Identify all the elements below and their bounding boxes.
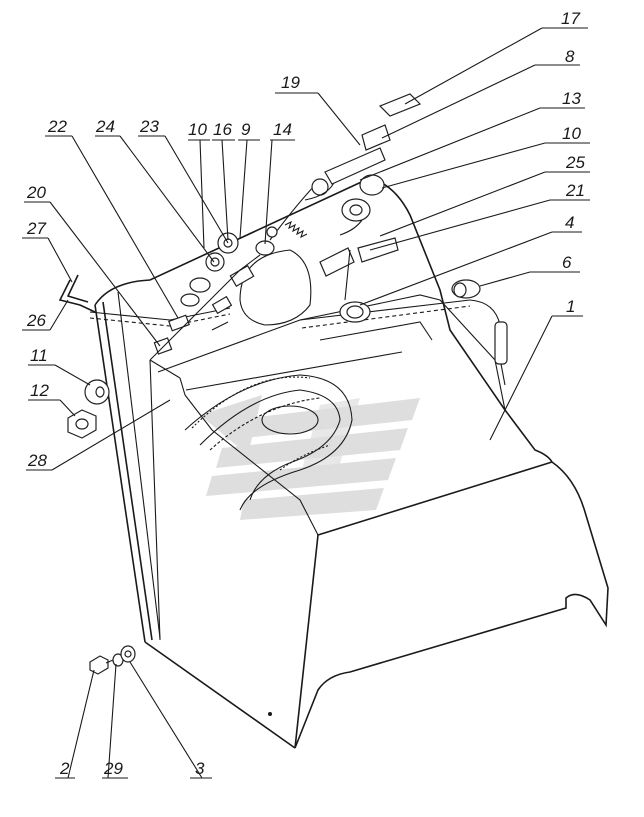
callout-27: 27 <box>26 219 46 238</box>
callout-9: 9 <box>241 120 251 139</box>
callout-14: 14 <box>273 120 292 139</box>
callout-20: 20 <box>26 183 46 202</box>
watermark-logo <box>200 395 420 520</box>
callout-25: 25 <box>565 153 585 172</box>
left-fittings <box>149 232 261 361</box>
callout-21: 21 <box>565 181 585 200</box>
callout-11: 11 <box>30 346 48 365</box>
callout-13: 13 <box>562 89 581 108</box>
callout-28: 28 <box>27 451 47 470</box>
cable-rod <box>299 279 508 386</box>
callout-3: 3 <box>195 759 205 778</box>
callout-6: 6 <box>562 253 572 272</box>
leader-lines <box>22 27 590 779</box>
nut-washer <box>67 379 110 439</box>
rear-opening <box>239 249 312 326</box>
spring-assembly <box>255 178 336 256</box>
callout-labels: 17 8 13 19 10 25 22 24 23 10 16 9 14 21 … <box>26 9 585 778</box>
callout-8: 8 <box>565 47 575 66</box>
callout-29: 29 <box>103 759 123 778</box>
callout-24: 24 <box>95 117 115 136</box>
callout-2: 2 <box>59 759 70 778</box>
callout-22: 22 <box>47 117 67 136</box>
callout-10-right: 10 <box>562 124 581 143</box>
callout-4: 4 <box>565 213 574 232</box>
callout-12: 12 <box>30 381 49 400</box>
callout-26: 26 <box>26 311 46 330</box>
callout-23: 23 <box>139 117 159 136</box>
upper-bracket <box>319 93 422 301</box>
cover-housing <box>94 177 609 749</box>
callout-16: 16 <box>213 120 232 139</box>
callout-1: 1 <box>566 297 575 316</box>
top-opening <box>184 374 353 511</box>
callout-19: 19 <box>281 73 300 92</box>
callout-17: 17 <box>561 9 580 28</box>
bolt-washer <box>89 645 136 675</box>
callout-10-left: 10 <box>188 120 207 139</box>
